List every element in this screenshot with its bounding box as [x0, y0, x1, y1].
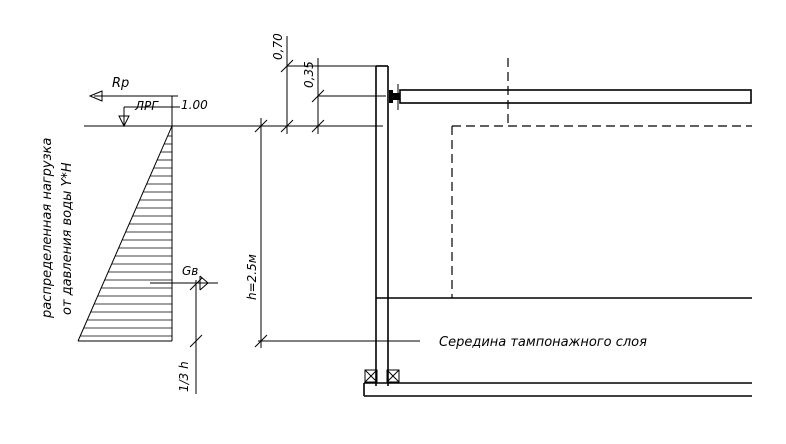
gv-force-arrow	[150, 275, 218, 291]
h-dimension-label: h=2.5м	[245, 254, 259, 300]
dim-070-label: 0,70	[271, 33, 285, 60]
load-caption-line2: от давления воды Y*H	[60, 162, 75, 315]
rp-force-arrow	[88, 90, 178, 126]
dim-035	[311, 58, 386, 134]
strut-connection	[389, 84, 400, 110]
pressure-diagram	[77, 125, 173, 342]
mid-layer-caption: Середина тампонажного слоя	[439, 335, 647, 350]
wall	[375, 65, 389, 386]
strut-beam	[399, 89, 752, 104]
dim-070	[280, 36, 376, 134]
base-slab	[363, 382, 752, 397]
lrg-label: ЛРГ	[134, 99, 159, 113]
h-dimension	[254, 118, 420, 348]
pressure-hatching	[80, 135, 172, 337]
gv-label: Gв	[182, 264, 198, 278]
excavation-outline	[451, 125, 752, 298]
third-h-label: 1/3 h	[177, 361, 191, 392]
third-h-dimension	[189, 277, 203, 394]
lrg-marker	[118, 106, 180, 128]
pressure-hypotenuse	[77, 125, 173, 342]
level-value: 1.00	[181, 98, 208, 112]
load-caption-line1: распределенная нагрузка	[40, 138, 55, 319]
wall-base-blocks	[364, 369, 400, 383]
rp-label: Rp	[112, 76, 129, 91]
dim-035-label: 0,35	[302, 61, 316, 88]
